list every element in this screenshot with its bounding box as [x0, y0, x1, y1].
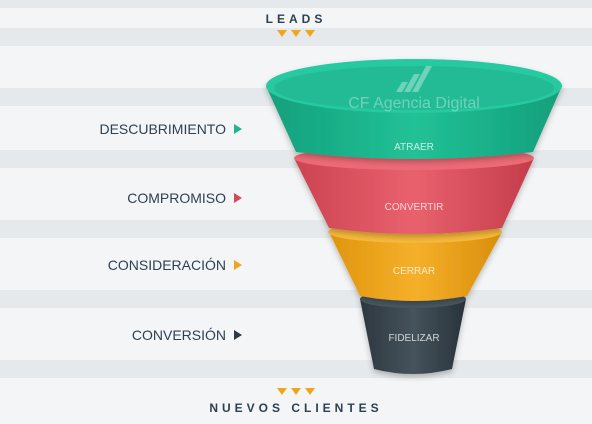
down-arrow-icon — [305, 388, 315, 395]
down-arrow-icon — [305, 30, 315, 37]
bg-band — [0, 28, 592, 46]
stage-label-text: CONSIDERACIÓN — [107, 257, 226, 273]
down-arrow-icon — [277, 30, 287, 37]
leads-arrows — [0, 30, 592, 37]
stage-label-consideration: CONSIDERACIÓN — [108, 257, 242, 273]
stage-label-text: DESCUBRIMIENTO — [99, 121, 226, 137]
stage-label-conversion: CONVERSIÓN — [132, 327, 242, 343]
segment-label-atraer: ATRAER — [394, 142, 434, 153]
play-arrow-icon — [234, 330, 242, 340]
stage-label-text: COMPROMISO — [127, 190, 226, 206]
funnel-segment-fidelizar — [360, 290, 466, 374]
play-arrow-icon — [234, 124, 242, 134]
play-arrow-icon — [234, 193, 242, 203]
leads-title: LEADS — [265, 12, 327, 26]
down-arrow-icon — [291, 30, 301, 37]
play-arrow-icon — [234, 260, 242, 270]
watermark-logo — [396, 66, 432, 92]
segment-label-fidelizar: FIDELIZAR — [388, 333, 439, 344]
down-arrow-icon — [291, 388, 301, 395]
stage-label-commitment: COMPROMISO — [127, 190, 242, 206]
new-clients-title: NUEVOS CLIENTES — [209, 401, 383, 415]
funnel-segment-atraer — [266, 59, 562, 159]
down-arrow-icon — [277, 388, 287, 395]
watermark-text: CF Agencia Digital — [348, 95, 480, 112]
segment-label-convertir: CONVERTIR — [385, 202, 444, 213]
stage-label-discovery: DESCUBRIMIENTO — [99, 121, 242, 137]
bg-band — [0, 0, 592, 8]
stage-label-text: CONVERSIÓN — [131, 327, 226, 343]
segment-label-cerrar: CERRAR — [393, 266, 435, 277]
clients-arrows — [0, 388, 592, 395]
funnel-segment-convertir — [294, 146, 534, 234]
